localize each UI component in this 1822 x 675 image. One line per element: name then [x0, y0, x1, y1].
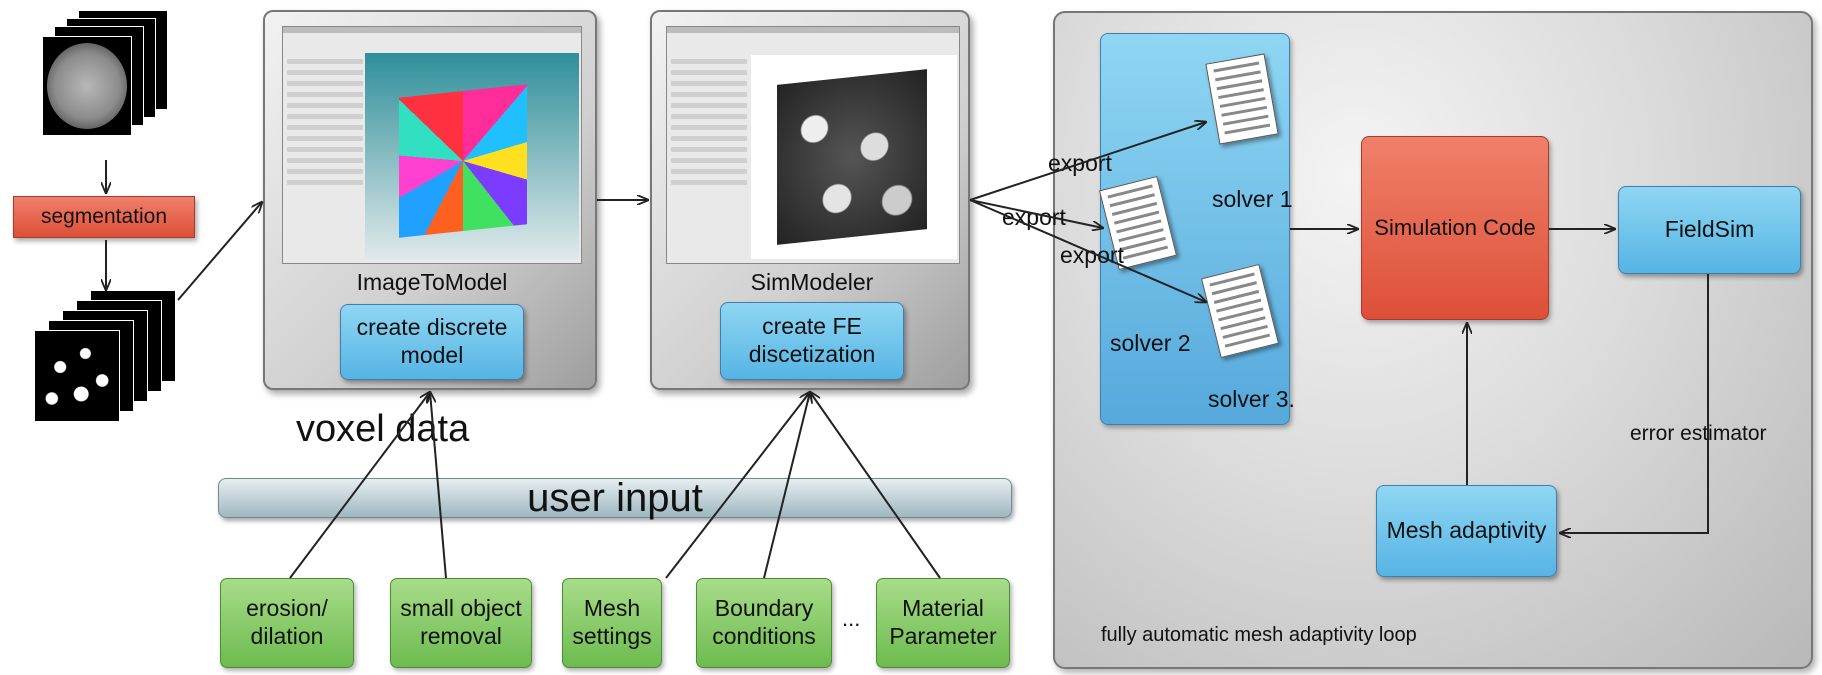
solver-1-label: solver 1 — [1212, 186, 1293, 212]
material-parameter-box: Material Parameter — [876, 578, 1010, 668]
simmodeler-panel: SimModeler create FE discetization — [650, 10, 970, 390]
imagetomodel-title: ImageToModel — [356, 269, 508, 295]
mesh-settings-box: Mesh settings — [562, 578, 662, 668]
simmodeler-title: SimModeler — [750, 269, 874, 295]
export-label-3: export — [1060, 242, 1124, 268]
erosion-dilation-box: erosion/ dilation — [220, 578, 354, 668]
simulation-code-box: Simulation Code — [1361, 136, 1549, 320]
error-estimator-label: error estimator — [1630, 422, 1767, 445]
ellipsis: ... — [842, 606, 861, 631]
solver-2-label: solver 2 — [1110, 330, 1191, 356]
imagetomodel-panel: ImageToModel create discrete model — [263, 10, 597, 390]
grayscale-image-stack — [42, 10, 172, 138]
binary-image-stack — [34, 290, 184, 430]
loop-caption: fully automatic mesh adaptivity loop — [1101, 624, 1417, 646]
mesh-adaptivity-box: Mesh adaptivity — [1376, 485, 1557, 577]
segmentation-label: segmentation — [40, 205, 168, 229]
create-fe-discretization-box: create FE discetization — [720, 302, 904, 380]
export-label-2: export — [1002, 204, 1066, 230]
segmentation-box: segmentation — [13, 196, 195, 238]
simmodeler-screenshot — [666, 26, 960, 264]
boundary-conditions-box: Boundary conditions — [696, 578, 832, 668]
imagetomodel-screenshot — [282, 26, 582, 264]
colored-voxel-cube — [365, 53, 579, 259]
meshed-voxel-cube — [751, 55, 957, 259]
solver-3-label: solver 3. — [1208, 386, 1295, 412]
voxel-data-label: voxel data — [296, 408, 470, 450]
export-label-1: export — [1048, 150, 1112, 176]
fieldsim-box: FieldSim — [1618, 186, 1801, 274]
small-object-removal-box: small object removal — [390, 578, 532, 668]
user-input-bar: user input — [218, 476, 1012, 520]
create-discrete-model-box: create discrete model — [340, 304, 524, 380]
